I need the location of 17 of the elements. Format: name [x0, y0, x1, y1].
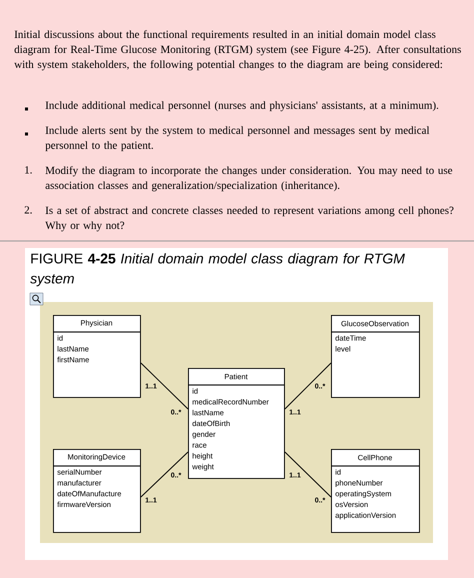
figure-caption: FIGURE 4-25 Initial domain model class diagram for RTGM system [30, 253, 405, 286]
class-box [330, 449, 420, 533]
class-box [52, 449, 141, 533]
bullet-item: Include additional medical personnel (nurses and physicians' assistants, at a minimum). [46, 101, 438, 112]
paragraph: Initial discussions about the functional requirements resulted in an initial domain model class diagram for Real-Time Glucose Monitoring (RTGM) system (see Figure 4-25). After consultations with system stakeholders, the following potential changes to the diagram are being considered: [14, 30, 461, 70]
association-line [140, 452, 188, 498]
list-number: 1. [25, 166, 32, 174]
question-text: Modify the diagram to incorporate the changes under consideration. You may need to use association classes and generalization/specialization (inheritance). [46, 166, 452, 192]
class-box [188, 368, 285, 479]
association-line [284, 452, 332, 498]
association-line [140, 362, 188, 410]
association-line [284, 362, 332, 410]
question-text: Is a set of abstract and concrete classes needed to represent variations among cell phones? Why or why not? [45, 206, 454, 232]
class-box [52, 315, 141, 398]
class-box [330, 315, 420, 398]
list-number: 2. [24, 206, 32, 214]
bullet-item: Include alerts sent by the system to medical personnel and messages sent by medical personnel to the patient. [45, 126, 430, 152]
